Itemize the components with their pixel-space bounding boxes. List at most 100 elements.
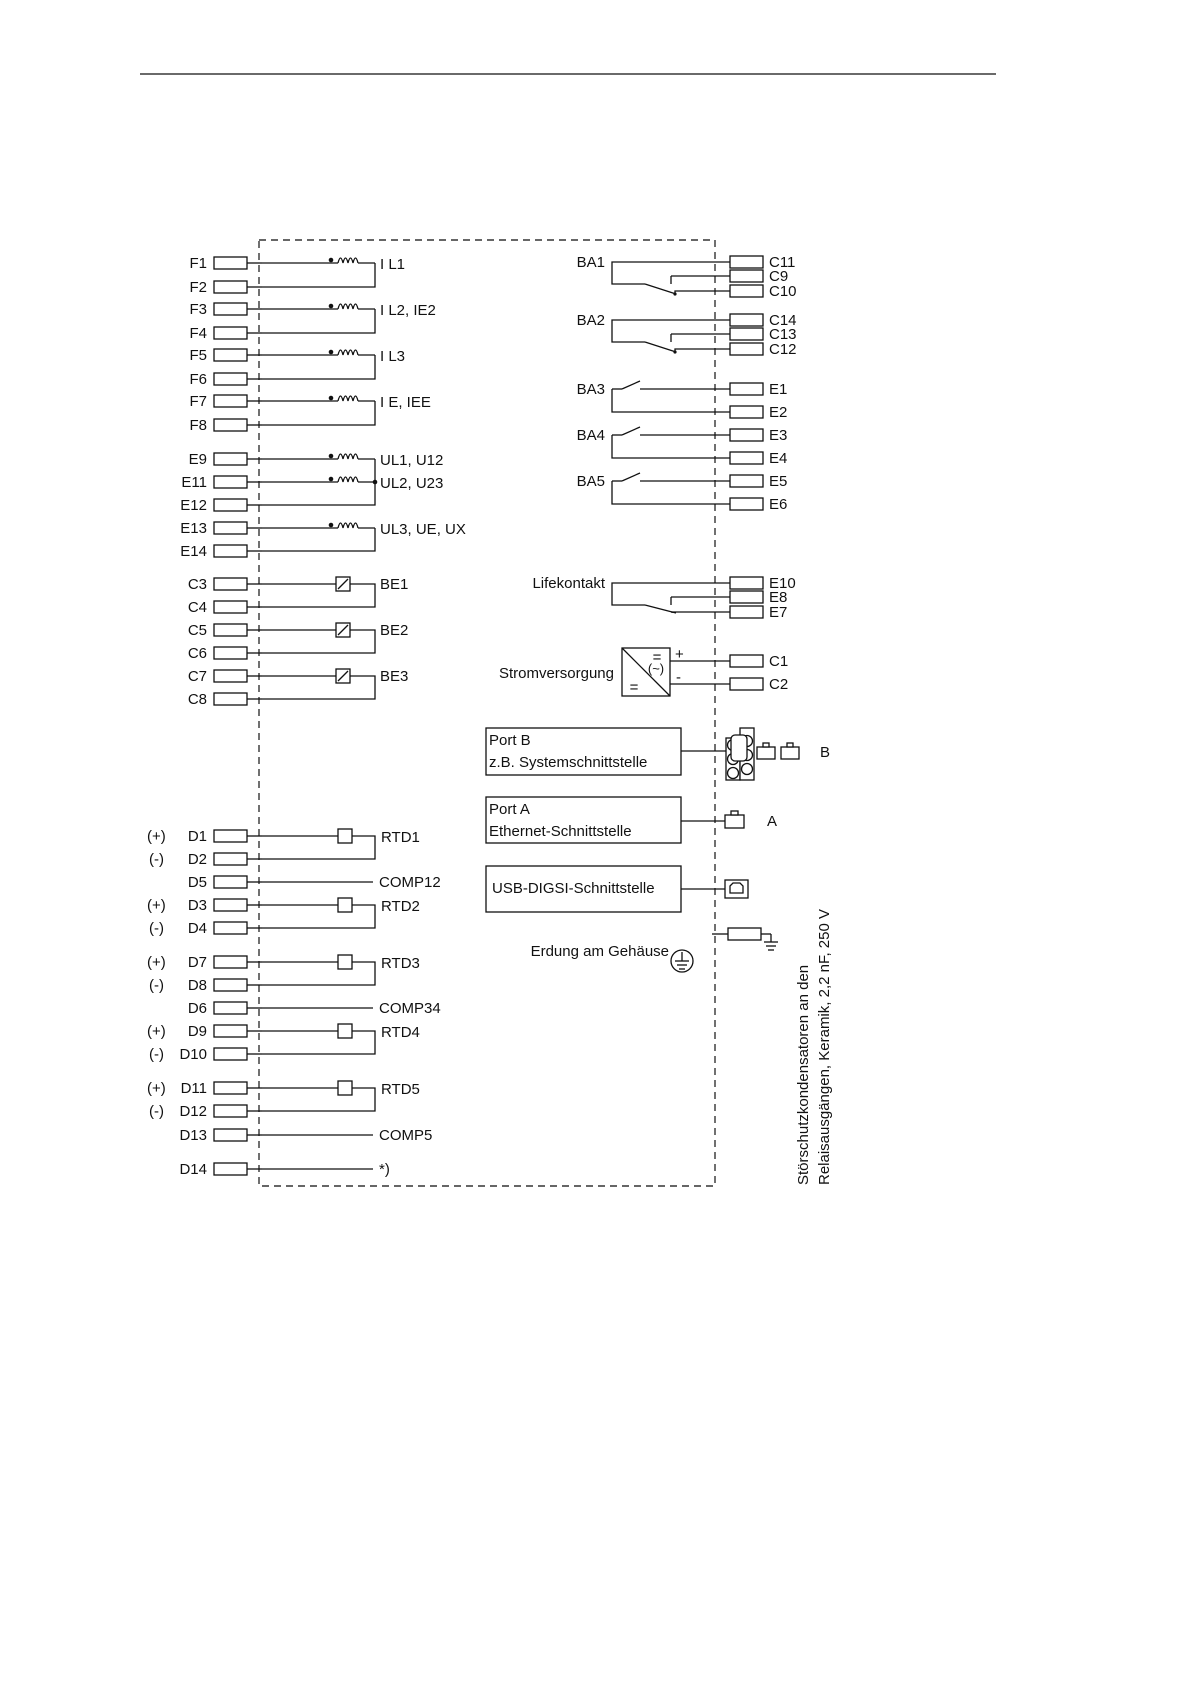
binary-input-label: BE1 [380,576,408,593]
port-b-title: Port B [489,732,531,749]
port-b-pin [726,766,740,780]
terminal-block [213,475,248,489]
coil-symbol [337,303,359,310]
terminal-block [729,327,764,341]
terminal-block [213,326,248,340]
terminal-block [213,1047,248,1061]
terminal-block [213,898,248,912]
rtd-label: RTD1 [381,829,420,846]
terminal-block [213,600,248,614]
relay-label: BA5 [577,473,605,490]
relay-contact-blade [621,380,641,390]
device-housing [258,239,716,1187]
terminal-block [213,498,248,512]
polarity-minus: (-) [149,1103,164,1120]
terminal-label: E14 [180,543,207,560]
port-b-pin [740,762,754,776]
terminal-block [213,623,248,637]
terminal-block [213,955,248,969]
terminal-label: C3 [188,576,207,593]
ethernet-jack-icon [724,814,745,829]
coil-symbol [337,453,359,460]
terminal-label: E5 [769,473,787,490]
terminal-block [213,280,248,294]
terminal-label: E3 [769,427,787,444]
contact-point [673,292,677,296]
terminal-label: F6 [189,371,207,388]
power-supply-label: Stromversorgung [499,665,614,682]
polarity-minus: (-) [149,977,164,994]
ethernet-jack-icon [730,810,739,816]
life-contact-label: Lifekontakt [532,575,605,592]
side-note-line1: Störschutzkondensatoren an den [795,965,812,1185]
comp-label: COMP12 [379,874,441,891]
terminal-label: E1 [769,381,787,398]
side-note-line2: Relaisausgängen, Keramik, 2,2 nF, 250 V [816,909,833,1185]
terminal-block [729,654,764,668]
terminal-label: E11 [181,474,207,491]
terminal-label: C6 [188,645,207,662]
terminal-block [729,451,764,465]
terminal-label: C9 [769,268,788,285]
comp-label: *) [379,1161,390,1178]
terminal-block [729,590,764,604]
coil-symbol [337,349,359,356]
wire [611,389,712,413]
fiber-port-icon [780,746,800,760]
wire [262,583,376,608]
terminal-label: E4 [769,450,787,467]
wire [262,309,376,334]
rtd-sensor-symbol [337,1023,353,1039]
polarity-plus: (+) [147,1023,166,1040]
polarity-plus: (+) [147,828,166,845]
terminal-block [729,576,764,590]
terminal-label: F1 [189,255,207,272]
right-terminals: C11C9C10BA1C14C13C12BA2E1E2BA3E3E4BA4E5E… [499,254,797,697]
terminal-label: D13 [179,1127,207,1144]
terminal-block [213,829,248,843]
terminal-label: F2 [189,279,207,296]
relay-contact-blade [644,341,677,353]
terminal-block [213,521,248,535]
terminal-label: E10 [769,575,796,592]
usb-box [485,865,682,913]
coil-symbol [337,522,359,529]
terminal-block [213,669,248,683]
binary-input-symbol-slash [337,578,349,590]
comp-label: COMP34 [379,1000,441,1017]
terminal-block [213,452,248,466]
terminal-block [213,544,248,558]
terminal-label: D11 [181,1080,207,1097]
terminal-label: E9 [189,451,207,468]
relay-contact-blade [644,283,677,295]
terminal-label: D6 [188,1000,207,1017]
wire [262,904,376,929]
fiber-port-icon [762,742,770,748]
contact-point [673,350,677,354]
wire [671,611,712,613]
terminal-block [213,302,248,316]
terminal-label: D14 [179,1161,207,1178]
port-a-subtitle: Ethernet-Schnittstelle [489,823,632,840]
terminal-block [213,394,248,408]
relay-label: BA1 [577,254,605,271]
wire [262,1087,376,1112]
polarity-minus: (-) [149,1046,164,1063]
terminal-label: C7 [188,668,207,685]
relay-contact-blade [621,472,641,482]
terminal-label: F8 [189,417,207,434]
wire [262,355,376,380]
terminal-label: C13 [769,326,797,343]
terminal-label: C5 [188,622,207,639]
terminal-label: C14 [769,312,797,329]
terminal-block [729,382,764,396]
polarity-dot [328,522,334,528]
terminal-block [213,978,248,992]
wire [611,481,712,505]
terminal-label: E6 [769,496,787,513]
binary-input-label: BE3 [380,668,408,685]
usb-jack-icon [729,882,744,894]
port-a-title: Port A [489,801,530,818]
coil-symbol [337,476,359,483]
minus-sign: - [676,669,681,686]
